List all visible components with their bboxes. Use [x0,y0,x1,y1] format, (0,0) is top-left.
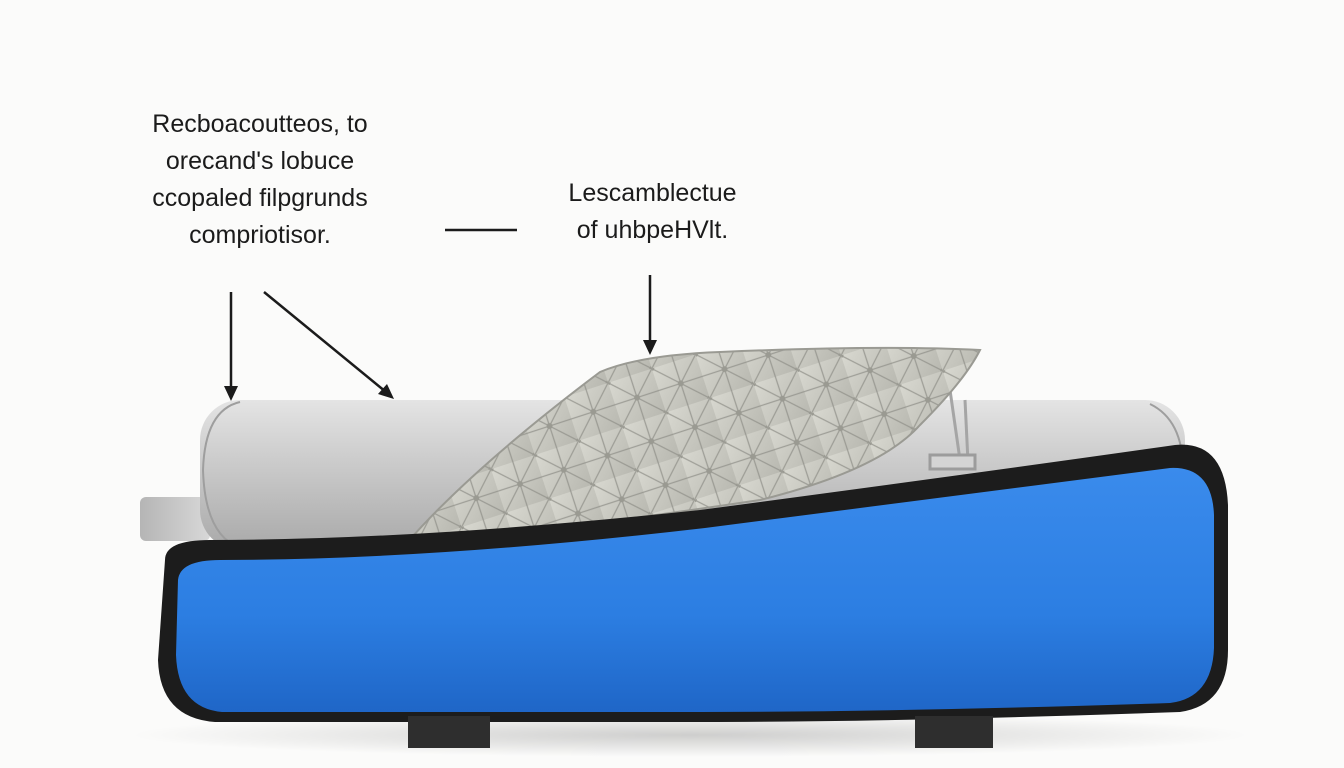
inlet-pipe [140,497,210,541]
callout-left-line-3: ccopaled filpgrunds [152,184,368,212]
support-bracket [928,389,977,471]
foot-left [408,716,490,748]
foot-right [915,716,993,748]
callout-right-line-2: of uhbpeHVlt. [576,216,729,244]
arrow-left-diagonal [263,291,394,399]
callout-right-line-1: Lescamblectue [568,179,737,207]
callout-left-line-2: orecand's lobuce [165,147,355,175]
callout-label-right: Lescamblectue of uhbpeHVlt. [520,175,785,249]
callout-label-left: Recboacoutteos, to orecand's lobuce ccop… [110,106,410,254]
quilted-pillow [402,346,982,547]
callout-left-line-1: Recboacoutteos, to [152,110,368,138]
arrow-right-vertical [643,275,657,355]
arrow-left-vertical [224,292,238,401]
callout-left-line-4: compriotisor. [189,221,331,249]
blue-base [158,444,1228,722]
